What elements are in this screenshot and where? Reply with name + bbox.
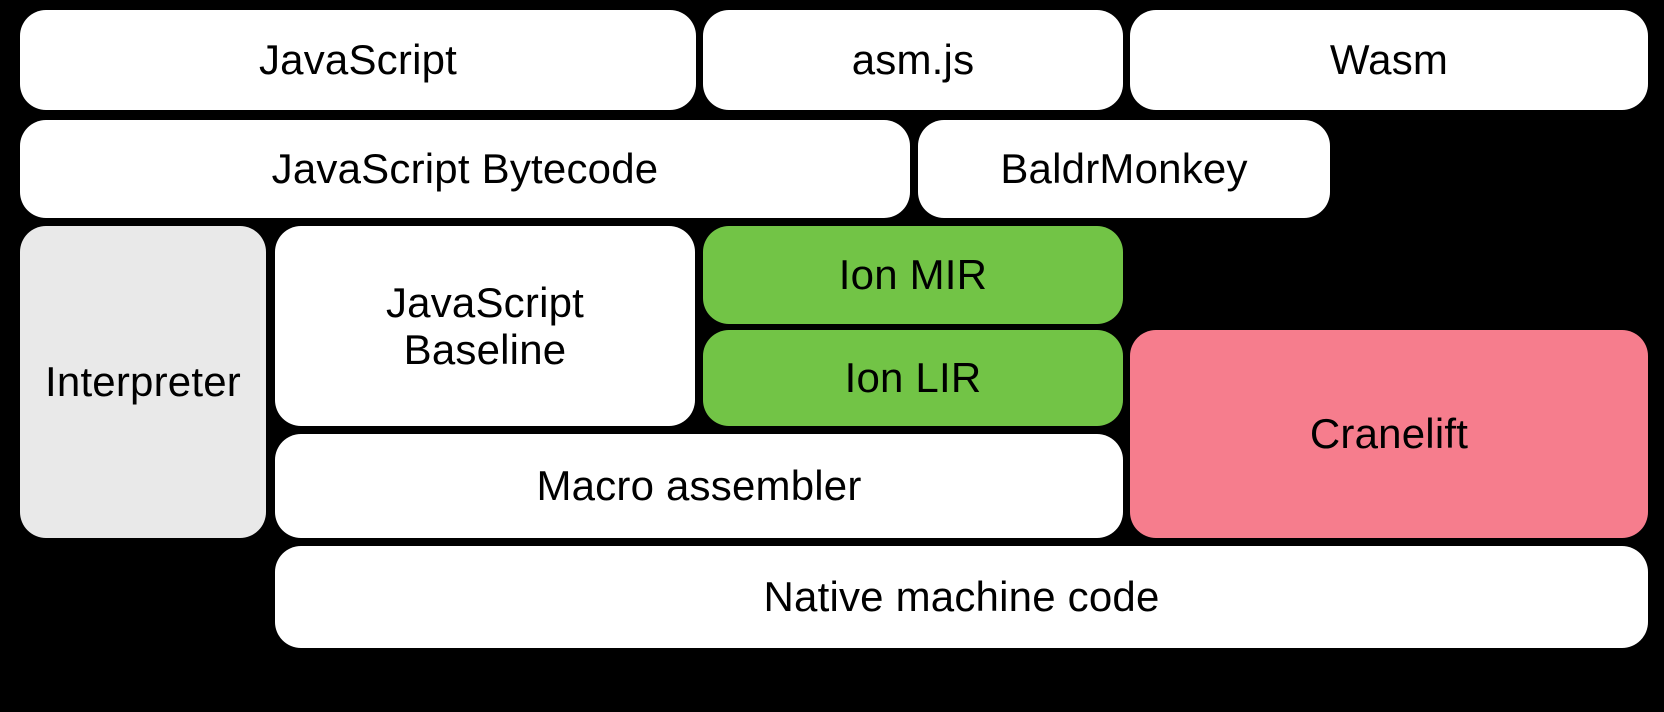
node-asm-js[interactable]: asm.js	[703, 10, 1123, 110]
node-javascript-bytecode[interactable]: JavaScript Bytecode	[20, 120, 910, 218]
node-javascript[interactable]: JavaScript	[20, 10, 696, 110]
node-cranelift[interactable]: Cranelift	[1130, 330, 1648, 538]
node-wasm[interactable]: Wasm	[1130, 10, 1648, 110]
node-javascript-baseline[interactable]: JavaScript Baseline	[275, 226, 695, 426]
node-ion-lir[interactable]: Ion LIR	[703, 330, 1123, 426]
node-ion-mir[interactable]: Ion MIR	[703, 226, 1123, 324]
node-interpreter[interactable]: Interpreter	[20, 226, 266, 538]
node-native-machine-code[interactable]: Native machine code	[275, 546, 1648, 648]
node-macro-assembler[interactable]: Macro assembler	[275, 434, 1123, 538]
node-baldrmonkey[interactable]: BaldrMonkey	[918, 120, 1330, 218]
